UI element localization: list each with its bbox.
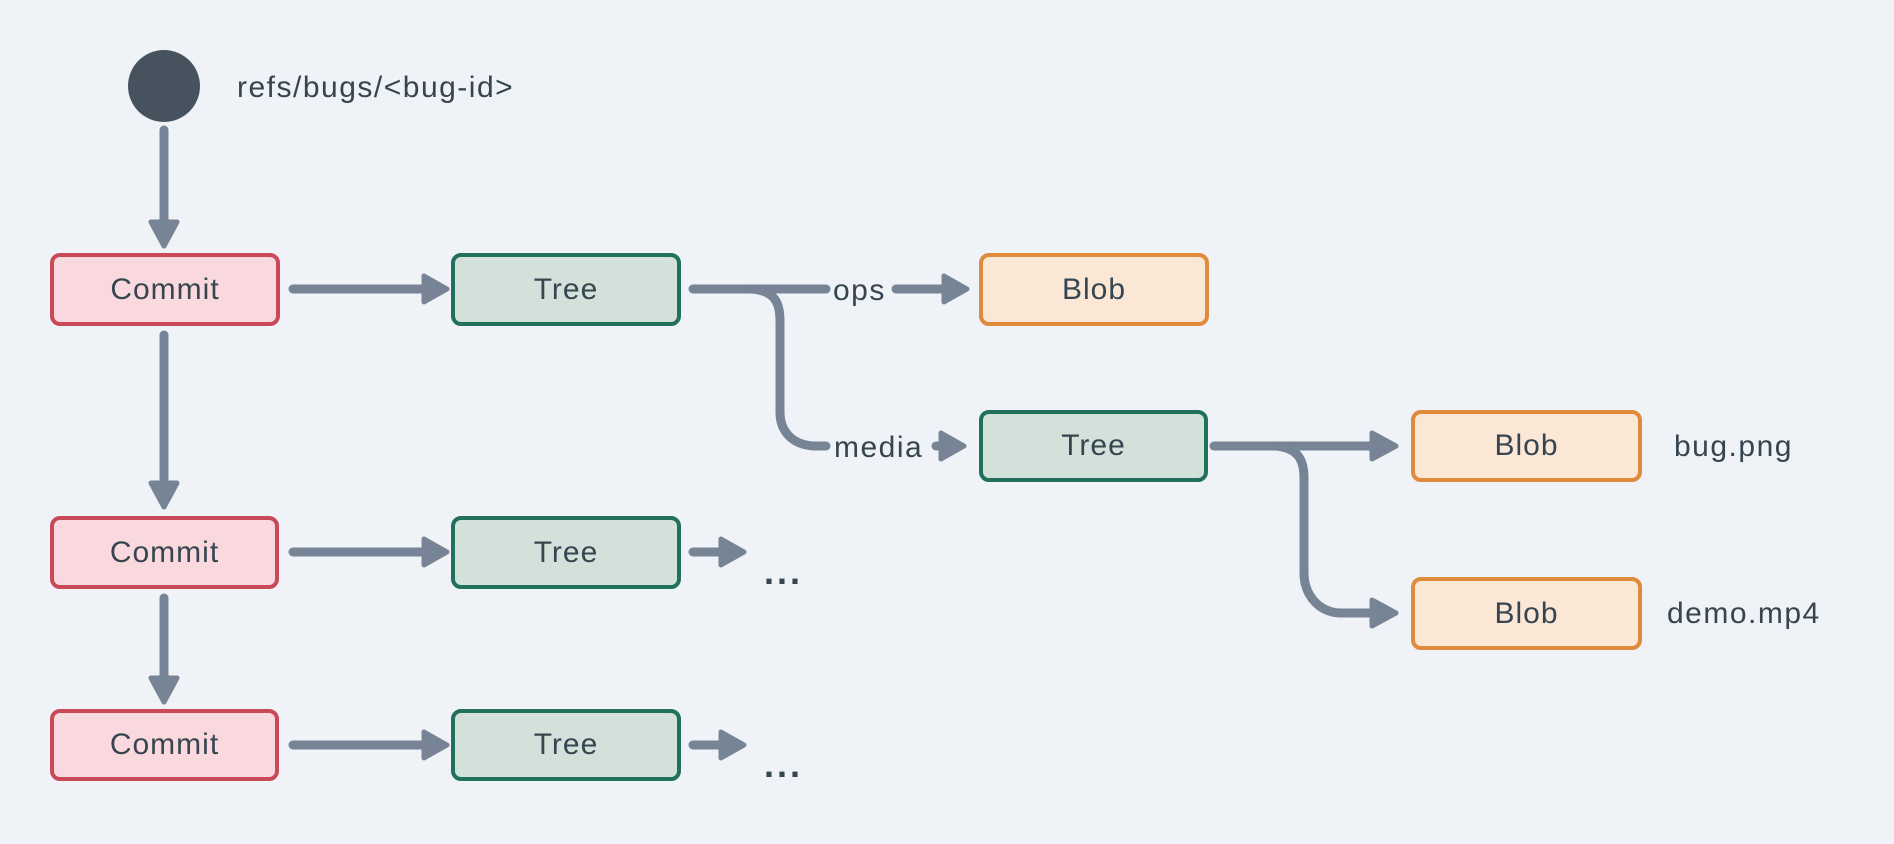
node-commit-1: Commit xyxy=(50,253,280,326)
node-blob-ops: Blob xyxy=(979,253,1209,326)
edge-commit3-to-tree3-arrowhead-icon xyxy=(421,729,450,761)
node-blob-bug-png: Blob xyxy=(1411,410,1642,482)
node-blob-demo-mp4: Blob xyxy=(1411,577,1642,650)
edge-tree1-to-media-curve xyxy=(747,284,831,451)
ref-label: refs/bugs/<bug-id> xyxy=(237,71,515,104)
file-label-demo-mp4: demo.mp4 xyxy=(1667,597,1821,630)
file-label-bug-png: bug.png xyxy=(1674,430,1793,463)
node-tree-2: Tree xyxy=(451,516,681,589)
edge-tree2-to-blob-demo-curve xyxy=(1271,441,1377,618)
edge-media-to-tree2-arrowhead-icon xyxy=(938,430,967,462)
edge-commit1-to-commit2-arrowhead-icon xyxy=(148,480,180,510)
node-tree-1: Tree xyxy=(451,253,681,326)
edge-ops-to-blob-arrowhead-icon xyxy=(941,273,970,305)
node-tree-media: Tree xyxy=(979,410,1208,482)
edge-commit2-to-tree2row-arrowhead-icon xyxy=(421,536,450,568)
edge-tree2-to-blob-demo-arrowhead-icon xyxy=(1369,597,1399,629)
edge-commit1-to-tree1-arrowhead-icon xyxy=(421,273,450,305)
edge-commit2-to-commit3-arrowhead-icon xyxy=(148,675,180,705)
node-tree-3: Tree xyxy=(451,709,681,781)
edge-tree2-to-blob-bug-arrowhead-icon xyxy=(1369,430,1399,462)
ellipsis-row3: ... xyxy=(764,744,804,785)
ref-node-circle xyxy=(128,50,200,122)
ellipsis-row2: ... xyxy=(764,551,804,592)
edge-label-ops: ops xyxy=(833,274,886,307)
edge-label-media: media xyxy=(834,431,924,464)
edge-ref-to-commit1-arrowhead-icon xyxy=(148,219,180,249)
edge-tree3-to-ellipsis-arrowhead-icon xyxy=(718,729,747,761)
node-commit-2: Commit xyxy=(50,516,279,589)
edge-tree2row-to-ellipsis-arrowhead-icon xyxy=(718,536,747,568)
node-commit-3: Commit xyxy=(50,709,279,781)
